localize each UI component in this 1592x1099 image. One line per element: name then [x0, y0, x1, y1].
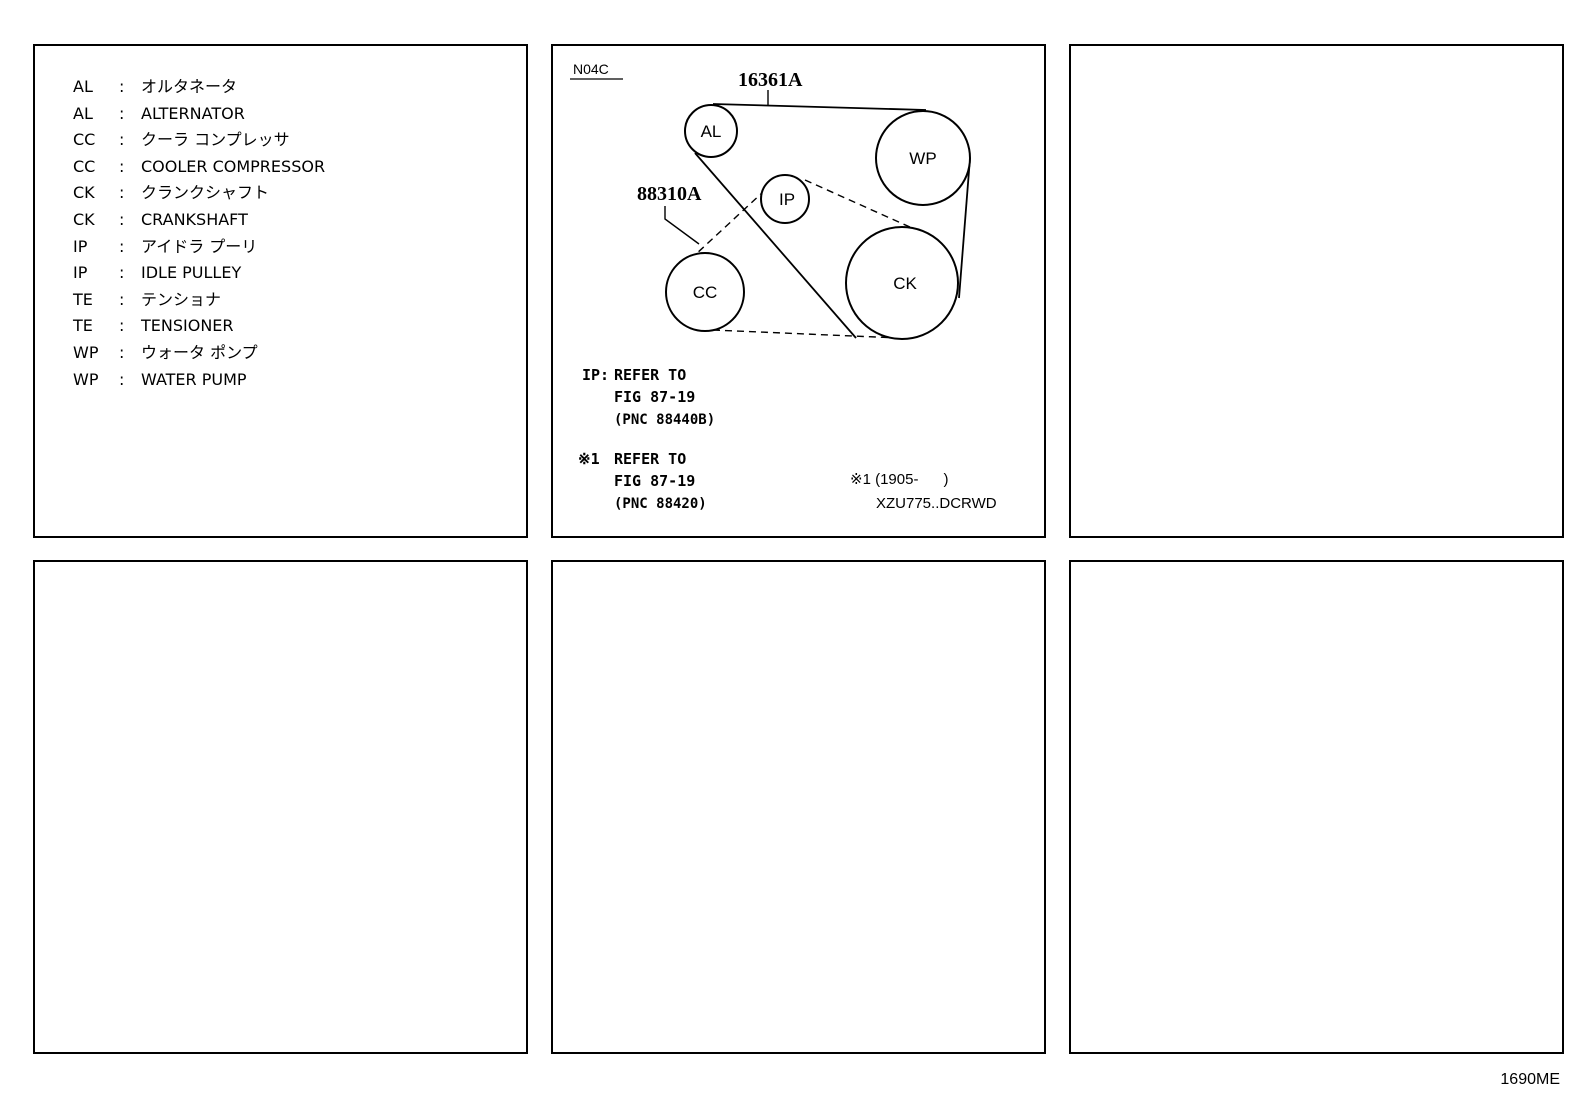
- belt-al-wp: [712, 103, 927, 111]
- legend-row: AL : ALTERNATOR: [73, 101, 325, 128]
- belt-diagram: N04C AL WP IP CC CK 16361A 88310A IP: RE…: [570, 61, 997, 512]
- legend-desc: クーラ コンプレッサ: [141, 130, 290, 150]
- note-ip-line2: FIG 87-19: [614, 388, 695, 406]
- belt-diagram-panel: N04C AL WP IP CC CK 16361A 88310A IP: RE…: [551, 44, 1046, 538]
- part-label-16361a: 16361A: [738, 69, 803, 91]
- legend-code: AL: [73, 77, 93, 96]
- legend-row: CK : CRANKSHAFT: [73, 207, 325, 234]
- legend-code: CC: [73, 130, 96, 150]
- note-ref1-prefix: ※1: [578, 450, 600, 468]
- legend-code: IP: [73, 263, 88, 283]
- legend-colon: :: [119, 289, 125, 309]
- empty-panel: [551, 560, 1046, 1054]
- legend-row: TE : TENSIONER: [73, 313, 325, 340]
- empty-panel: [1069, 560, 1564, 1054]
- empty-panel: [1069, 44, 1564, 538]
- pulley-ck-label: CK: [893, 274, 917, 293]
- legend-code: CK: [73, 209, 95, 229]
- legend-code: CC: [73, 156, 96, 176]
- legend-colon: :: [119, 316, 125, 336]
- legend-colon: :: [119, 156, 125, 176]
- empty-panel: [33, 560, 528, 1054]
- legend-desc: ALTERNATOR: [141, 103, 245, 123]
- note-ref1-line2: FIG 87-19: [614, 472, 695, 490]
- legend-desc: TENSIONER: [141, 316, 234, 336]
- legend-colon: :: [119, 369, 125, 389]
- note-ref1-line3: (PNC 88420): [614, 496, 707, 512]
- legend-row: IP : IDLE PULLEY: [73, 260, 325, 287]
- legend-list: AL : オルタネータ AL : ALTERNATOR CC : クーラ コンプ…: [73, 74, 325, 393]
- legend-colon: :: [119, 236, 125, 256]
- legend-row: CC : クーラ コンプレッサ: [73, 127, 325, 154]
- legend-row: CC : COOLER COMPRESSOR: [73, 154, 325, 181]
- legend-colon: :: [119, 263, 125, 283]
- legend-row: CK : クランクシャフト: [73, 180, 325, 207]
- legend-colon: :: [119, 77, 125, 96]
- note-ip-prefix: IP:: [582, 366, 609, 384]
- callout-88310a: [664, 206, 700, 245]
- legend-desc: クランクシャフト: [141, 183, 270, 203]
- legend-row: WP : ウォータ ポンプ: [73, 340, 325, 367]
- note-ref1-line1: REFER TO: [614, 450, 686, 468]
- legend-code: WP: [73, 342, 99, 362]
- pulley-al-label: AL: [701, 122, 722, 141]
- pulley-ip-label: IP: [779, 190, 795, 209]
- legend-desc: オルタネータ: [141, 77, 238, 96]
- legend-colon: :: [119, 183, 125, 203]
- pulley-ck: [845, 226, 959, 340]
- legend-desc: COOLER COMPRESSOR: [141, 156, 326, 176]
- pulley-cc-label: CC: [693, 283, 718, 302]
- footnote-line1: ※1 (1905- ): [850, 471, 948, 488]
- legend-colon: :: [119, 342, 125, 362]
- legend-panel: AL : オルタネータ AL : ALTERNATOR CC : クーラ コンプ…: [33, 44, 528, 538]
- belt-al-ck: [694, 152, 857, 339]
- legend-desc: ウォータ ポンプ: [141, 342, 258, 362]
- part-label-88310a: 88310A: [637, 183, 702, 205]
- legend-code: AL: [73, 103, 93, 123]
- pulley-wp-label: WP: [909, 149, 936, 168]
- belt-wp-ck: [958, 157, 971, 299]
- legend-row: WP : WATER PUMP: [73, 367, 325, 394]
- belt-ip-ck: [804, 179, 922, 233]
- legend-desc: IDLE PULLEY: [141, 263, 242, 283]
- legend-code: TE: [73, 289, 93, 309]
- legend-row: IP : アイドラ プーリ: [73, 234, 325, 261]
- footnote-line2: XZU775..DCRWD: [876, 495, 997, 512]
- pulley-cc: [665, 252, 745, 332]
- pulley-wp: [875, 110, 971, 206]
- pulley-ip: [760, 174, 810, 224]
- legend-row: AL : オルタネータ: [73, 74, 325, 101]
- legend-colon: :: [119, 209, 125, 229]
- legend-row: TE : テンショナ: [73, 287, 325, 314]
- legend-desc: テンショナ: [141, 289, 222, 309]
- legend-code: CK: [73, 183, 95, 203]
- legend-desc: アイドラ プーリ: [141, 236, 258, 256]
- pulley-al: [684, 104, 738, 158]
- engine-code-label: N04C: [573, 61, 609, 77]
- note-ip-line3: (PNC 88440B): [614, 412, 715, 428]
- legend-desc: WATER PUMP: [141, 369, 247, 389]
- belt-cc-ck: [712, 329, 900, 339]
- legend-code: WP: [73, 369, 99, 389]
- legend-desc: CRANKSHAFT: [141, 209, 248, 229]
- legend-colon: :: [119, 130, 125, 150]
- legend-code: IP: [73, 236, 88, 256]
- legend-code: TE: [73, 316, 93, 336]
- figure-id: 1690ME: [1500, 1071, 1560, 1088]
- note-ip-line1: REFER TO: [614, 366, 686, 384]
- legend-colon: :: [119, 103, 125, 123]
